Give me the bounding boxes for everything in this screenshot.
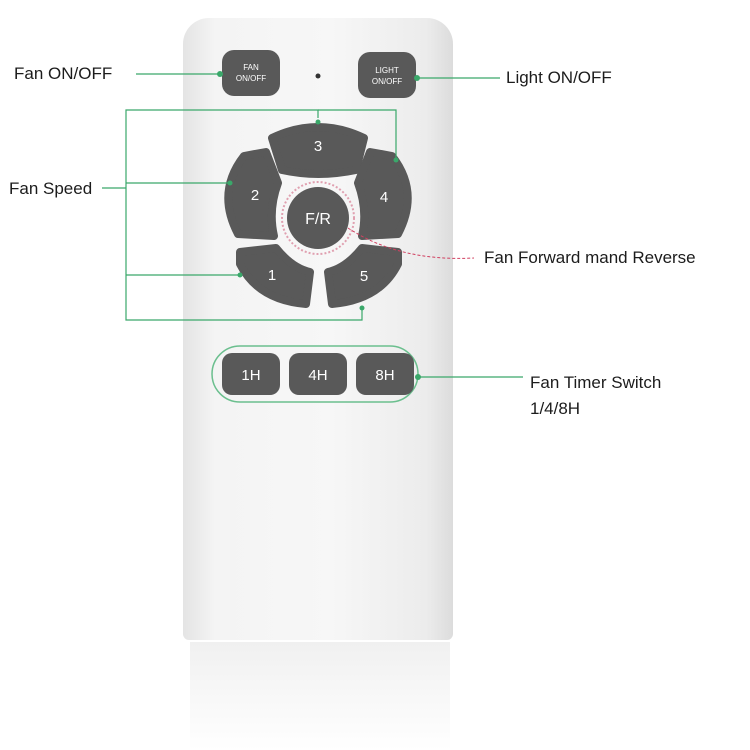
timer-4h-button[interactable]: 4H	[289, 353, 347, 395]
fr-button[interactable]: F/R	[287, 187, 349, 249]
callout-fan-onoff-dot	[217, 71, 223, 77]
fan-onoff-button-label-top: FAN	[243, 63, 259, 72]
timer-callout-line2: 1/4/8H	[530, 399, 581, 418]
timer-8h-label: 8H	[375, 367, 394, 384]
callout-timer-dot	[415, 374, 421, 380]
light-onoff-button-label-top: LIGHT	[375, 66, 399, 75]
speed-2-label: 2	[251, 187, 259, 204]
callout-speed-2-dot	[227, 180, 233, 186]
fr-label: F/R	[305, 211, 331, 228]
callout-speed-4-line	[318, 109, 397, 158]
speed-3-label: 3	[314, 138, 322, 155]
callout-speed-3-dot	[315, 119, 321, 125]
callout-speed-1-dot	[237, 272, 243, 278]
forward-reverse-callout-label: Fan Forward mand Reverse	[484, 248, 696, 267]
fan-onoff-callout-label: Fan ON/OFF	[14, 64, 113, 83]
indicator-led	[315, 73, 321, 79]
fan-onoff-button-label-bottom: ON/OFF	[236, 74, 266, 83]
light-onoff-button[interactable]: LIGHT ON/OFF	[358, 52, 416, 98]
fan-speed-callout-label: Fan Speed	[9, 179, 93, 198]
timer-1h-button[interactable]: 1H	[222, 353, 280, 395]
timer-callout-label: Fan Timer Switch 1/4/8H	[530, 370, 661, 422]
light-onoff-button-label-bottom: ON/OFF	[372, 77, 402, 86]
speed-4-button[interactable]: 4	[354, 148, 412, 240]
speed-2-button[interactable]: 2	[224, 148, 282, 240]
speed-1-button[interactable]: 1	[236, 244, 314, 308]
remote-reflection	[190, 642, 450, 750]
speed-1-label: 1	[268, 267, 276, 284]
speed-5-label: 5	[360, 268, 368, 285]
timer-callout-line1: Fan Timer Switch	[530, 373, 662, 392]
callout-light-onoff-dot	[414, 75, 420, 81]
light-onoff-callout-label: Light ON/OFF	[506, 68, 612, 87]
callout-fr-line	[347, 227, 475, 259]
fan-onoff-button[interactable]: FAN ON/OFF	[222, 50, 280, 96]
callout-speed-4-dot	[393, 157, 399, 163]
callout-speed-5-dot	[359, 305, 365, 311]
timer-1h-label: 1H	[241, 367, 260, 384]
fr-highlight-ring	[281, 181, 355, 255]
speed-5-button[interactable]: 5	[324, 244, 402, 308]
callout-speed-bracket-outer	[125, 109, 363, 321]
timer-8h-button[interactable]: 8H	[356, 353, 414, 395]
speed-4-label: 4	[380, 189, 388, 206]
speed-3-button[interactable]: 3	[268, 123, 368, 178]
timer-4h-label: 4H	[308, 367, 327, 384]
